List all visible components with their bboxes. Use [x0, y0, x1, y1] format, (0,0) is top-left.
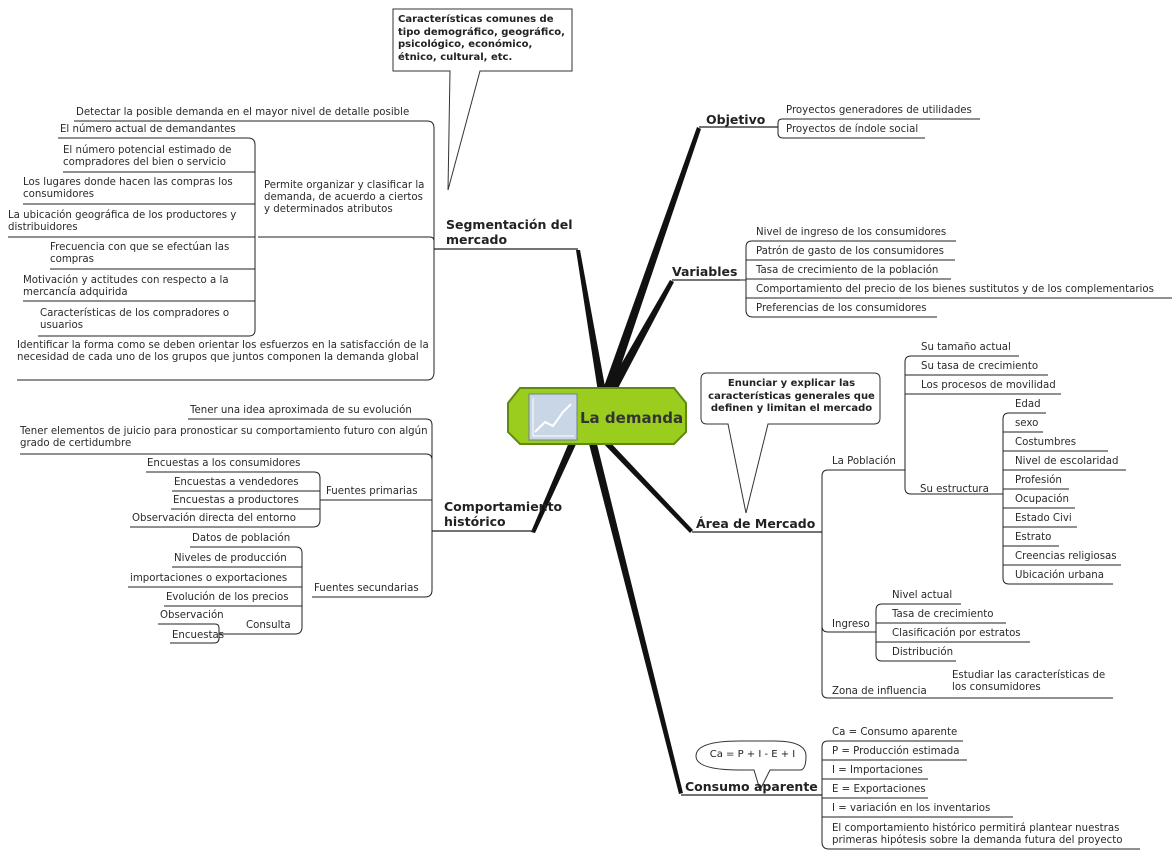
chart-icon-line	[534, 403, 572, 433]
area-callout-box	[700, 372, 881, 514]
seg-detectar[interactable]: Detectar la posible demanda en el mayor …	[76, 107, 410, 118]
secundaria-item[interactable]: Niveles de producción	[174, 553, 287, 564]
seg-item[interactable]: El número potencial estimado de comprado…	[63, 145, 232, 168]
seg-callout-box	[392, 8, 573, 191]
primaria-item[interactable]: Encuestas a los consumidores	[147, 458, 301, 469]
estructura-item[interactable]: Edad	[1015, 399, 1041, 410]
consumo-item[interactable]: I = Importaciones	[832, 765, 923, 776]
topic-area[interactable]: Área de Mercado	[696, 516, 816, 531]
consulta-item[interactable]: Observación	[160, 610, 224, 621]
zona-item[interactable]: Estudiar las características de los cons…	[952, 670, 1106, 693]
secundaria-item[interactable]: Datos de población	[192, 533, 291, 544]
main-branches	[531, 127, 701, 794]
variable-item[interactable]: Nivel de ingreso de los consumidores	[756, 227, 947, 238]
chart-icon	[528, 393, 578, 441]
topic-consumo[interactable]: Consumo aparente	[685, 779, 818, 794]
estructura-item[interactable]: sexo	[1015, 418, 1039, 429]
poblacion-item[interactable]: Su tasa de crecimiento	[921, 361, 1039, 372]
branch-segmentacion	[576, 250, 606, 392]
branch-historico	[531, 440, 578, 533]
consumo-item[interactable]: El comportamiento histórico permitirá pl…	[832, 823, 1123, 846]
callout-shapes	[392, 8, 881, 792]
ingreso-item[interactable]: Distribución	[892, 647, 954, 658]
estructura-item[interactable]: Profesión	[1015, 475, 1062, 486]
consumo-item[interactable]: I = variación en los inventarios	[832, 803, 991, 814]
primaria-item[interactable]: Encuestas a productores	[173, 495, 299, 506]
consumo-item[interactable]: P = Producción estimada	[832, 746, 960, 757]
hist-tener-idea[interactable]: Tener una idea aproximada de su evolució…	[190, 405, 412, 416]
variables-lines	[740, 240, 1172, 318]
branch-consumo	[588, 440, 683, 794]
secundaria-item[interactable]: Evolución de los precios	[166, 592, 289, 603]
estructura-item[interactable]: Costumbres	[1015, 437, 1077, 448]
seg-item[interactable]: Características de los compradores o usu…	[40, 308, 230, 331]
branch-area	[600, 440, 693, 533]
consumo-callout	[695, 740, 807, 792]
hist-tener-elementos[interactable]: Tener elementos de juicio para pronostic…	[20, 426, 428, 449]
consulta-label[interactable]: Consulta	[246, 620, 291, 631]
seg-item[interactable]: La ubicación geográfica de los productor…	[8, 210, 237, 233]
variable-item[interactable]: Patrón de gasto de los consumidores	[756, 246, 944, 257]
poblacion-item[interactable]: Los procesos de movilidad	[921, 380, 1056, 391]
variable-item[interactable]: Comportamiento del precio de los bienes …	[756, 284, 1154, 295]
consumo-lines	[821, 740, 1140, 850]
consumo-item[interactable]: Ca = Consumo aparente	[832, 727, 958, 738]
topic-segmentacion[interactable]: Segmentación del mercado	[446, 217, 573, 247]
topic-variables[interactable]: Variables	[672, 264, 738, 279]
estructura-item[interactable]: Creencias religiosas	[1015, 551, 1117, 562]
estructura-item[interactable]: Estrato	[1015, 532, 1052, 543]
consumo-item[interactable]: E = Exportaciones	[832, 784, 926, 795]
poblacion-item[interactable]: Su tamaño actual	[921, 342, 1011, 353]
primaria-item[interactable]: Observación directa del entorno	[132, 513, 296, 524]
consulta-item[interactable]: Encuestas	[172, 630, 225, 641]
topic-historico[interactable]: Comportamiento histórico	[444, 499, 563, 529]
estructura-item[interactable]: Nivel de escolaridad	[1015, 456, 1119, 467]
primaria-item[interactable]: Encuestas a vendedores	[174, 477, 299, 488]
variable-item[interactable]: Tasa de crecimiento de la población	[756, 265, 939, 276]
ingreso-item[interactable]: Clasificación por estratos	[892, 628, 1021, 639]
ingreso-item[interactable]: Tasa de crecimiento	[892, 609, 994, 620]
fuentes-secundarias[interactable]: Fuentes secundarias	[314, 583, 419, 594]
seg-note-text: Características comunes de tipo demográf…	[398, 14, 565, 63]
estructura-label[interactable]: Su estructura	[920, 484, 989, 495]
secundaria-item[interactable]: importaciones o exportaciones	[130, 573, 288, 584]
area-note-text: Enunciar y explicar las características …	[708, 378, 875, 414]
seg-identificar[interactable]: Identificar la forma como se deben orien…	[17, 340, 429, 363]
estructura-item[interactable]: Estado Civi	[1015, 513, 1072, 524]
estructura-item[interactable]: Ubicación urbana	[1015, 570, 1105, 581]
topic-underlines	[432, 126, 822, 796]
center-title[interactable]: La demanda	[580, 409, 684, 427]
variable-item[interactable]: Preferencias de los consumidores	[756, 303, 927, 314]
fuentes-primarias[interactable]: Fuentes primarias	[326, 486, 418, 497]
zona-label[interactable]: Zona de influencia	[832, 686, 927, 697]
seg-item[interactable]: Los lugares donde hacen las compras los …	[23, 177, 233, 200]
ingreso-label[interactable]: Ingreso	[832, 619, 870, 630]
ingreso-item[interactable]: Nivel actual	[892, 590, 953, 601]
branch-objetivo	[602, 127, 701, 392]
historico-lines	[20, 418, 433, 644]
seg-permite[interactable]: Permite organizar y clasificar la demand…	[264, 180, 425, 215]
consumo-note-text: Ca = P + I - E + I	[709, 749, 796, 760]
segmentacion-lines	[8, 120, 435, 381]
area-lines	[821, 355, 1126, 699]
objetivo-item[interactable]: Proyectos generadores de utilidades	[786, 105, 972, 116]
seg-item[interactable]: El número actual de demandantes	[60, 124, 236, 135]
estructura-item[interactable]: Ocupación	[1015, 494, 1069, 505]
poblacion-label[interactable]: La Población	[832, 456, 896, 467]
branch-variables	[605, 280, 674, 394]
seg-item[interactable]: Motivación y actitudes con respecto a la…	[23, 275, 229, 298]
center-node[interactable]	[507, 387, 687, 445]
topic-objetivo[interactable]: Objetivo	[706, 112, 766, 127]
seg-item[interactable]: Frecuencia con que se efectúan las compr…	[50, 242, 230, 265]
objetivo-item[interactable]: Proyectos de índole social	[786, 124, 919, 135]
objetivo-lines	[777, 118, 980, 139]
